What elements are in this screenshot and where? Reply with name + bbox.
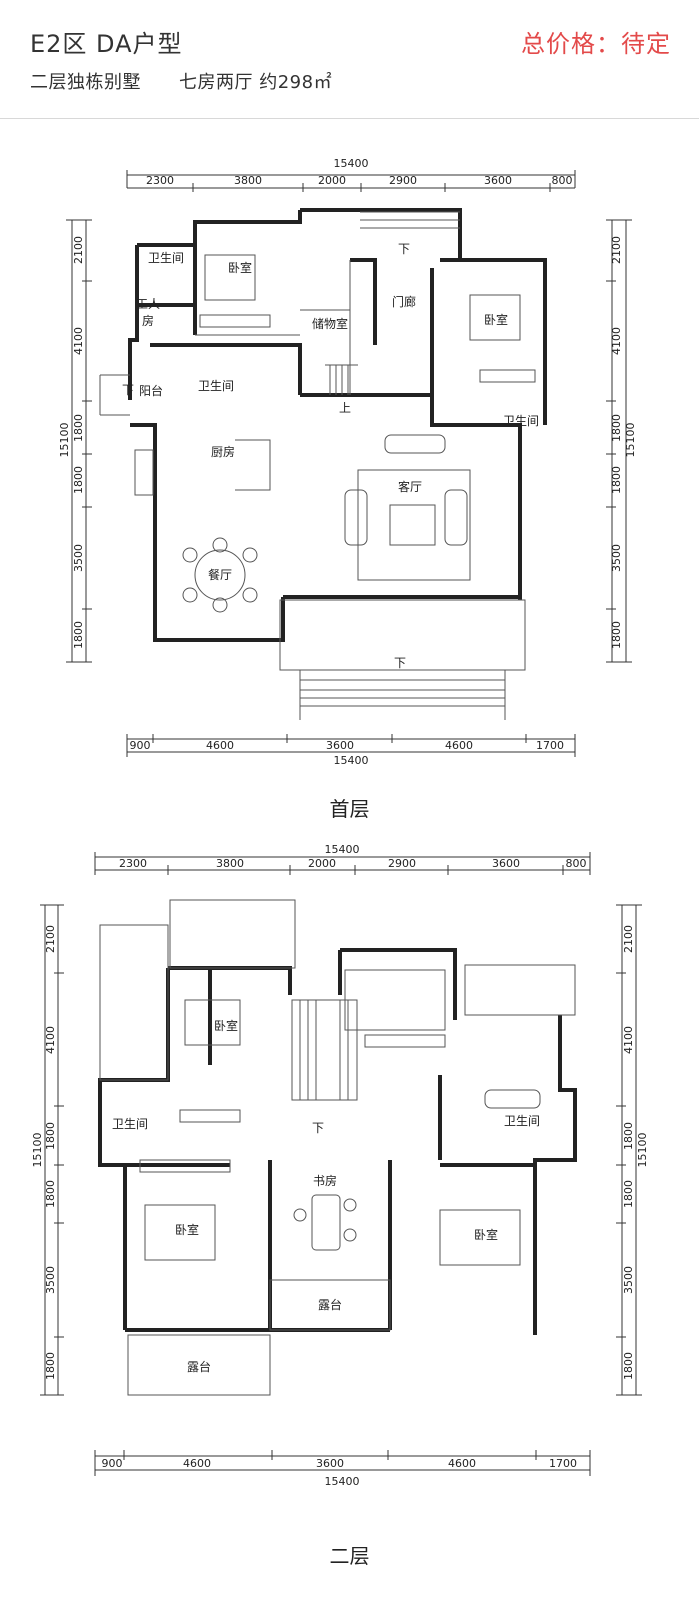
ground-down-arrow-2: 下 [122,383,134,397]
ground-room-living: 客厅 [398,479,422,494]
ground-floor-caption: 首层 [329,797,370,821]
upper-floor-plan: 15400 2300 3800 2000 2900 3600 800 900 4… [0,840,699,1500]
listing-header: E2区 DA户型 总价格：待定 二层独栋别墅 七房两厅 约298㎡ [0,0,699,119]
upper-dim-left-2: 4100 [44,1026,57,1054]
ground-dim-bottom-3: 3600 [326,739,354,752]
upper-dim-top-1: 2300 [119,857,147,870]
ground-dim-top-4: 2900 [389,174,417,187]
upper-room-terrace-mid: 露台 [318,1297,342,1312]
ground-room-kitchen: 厨房 [211,444,235,459]
ground-room-worker-2: 房 [142,313,154,328]
ground-total-right: 15100 [624,423,637,458]
upper-dim-top-5: 3600 [492,857,520,870]
ground-dim-left-5: 3500 [72,544,85,572]
ground-dim-top-3: 2000 [318,174,346,187]
upper-dim-right-2: 4100 [622,1026,635,1054]
ground-floor-plan: 15400 2300 3800 2000 2900 3600 800 900 4… [0,150,699,770]
ground-dim-top-2: 3800 [234,174,262,187]
ground-total-left: 15100 [58,423,71,458]
upper-total-bottom: 15400 [325,1475,360,1488]
upper-dim-right-1: 2100 [622,925,635,953]
upper-room-bedroom-se: 卧室 [474,1227,498,1242]
ground-dim-right-3: 1800 [610,414,623,442]
ground-room-bathroom-mid: 卫生间 [198,379,234,393]
ground-dim-bottom-1: 900 [130,739,151,752]
upper-floor-caption: 二层 [329,1544,370,1568]
upper-floor-drawing: 15400 2300 3800 2000 2900 3600 800 900 4… [31,843,649,1488]
unit-title: E2区 DA户型 [30,30,183,58]
upper-room-terrace-sw: 露台 [187,1359,211,1374]
ground-dim-right-1: 2100 [610,236,623,264]
upper-dim-left-3: 1800 [44,1122,57,1150]
upper-dim-bottom-4: 4600 [448,1457,476,1470]
ground-dim-top-6: 800 [552,174,573,187]
upper-room-bedroom-nw: 卧室 [214,1018,238,1033]
ground-room-balcony: 阳台 [139,383,163,398]
upper-room-bathroom-e: 卫生间 [504,1114,540,1128]
upper-room-bedroom-sw: 卧室 [175,1222,199,1237]
upper-down-arrow: 下 [312,1121,324,1135]
ground-dim-right-6: 1800 [610,621,623,649]
villa-type: 二层独栋别墅 [30,72,141,93]
upper-dim-left-1: 2100 [44,925,57,953]
ground-floor-drawing: 15400 2300 3800 2000 2900 3600 800 900 4… [58,157,637,767]
ground-dim-bottom-5: 1700 [536,739,564,752]
unit-subtitle: 二层独栋别墅 七房两厅 约298㎡ [30,68,332,94]
room-summary: 七房两厅 约298㎡ [179,72,333,93]
ground-dim-right-5: 3500 [610,544,623,572]
ground-dim-left-3: 1800 [72,414,85,442]
upper-room-study: 书房 [313,1173,337,1188]
upper-dim-bottom-3: 3600 [316,1457,344,1470]
upper-dim-bottom-1: 900 [102,1457,123,1470]
upper-dim-right-3: 1800 [622,1122,635,1150]
upper-dim-top-4: 2900 [388,857,416,870]
ground-dim-left-1: 2100 [72,236,85,264]
upper-total-left: 15100 [31,1133,44,1168]
upper-dim-bottom-5: 1700 [549,1457,577,1470]
upper-dim-bottom-2: 4600 [183,1457,211,1470]
ground-dim-top-1: 2300 [146,174,174,187]
upper-total-top: 15400 [325,843,360,856]
upper-dim-top-2: 3800 [216,857,244,870]
ground-room-bedroom-ne: 卧室 [484,312,508,327]
upper-dim-left-5: 3500 [44,1266,57,1294]
ground-dim-left-4: 1800 [72,466,85,494]
ground-dim-bottom-2: 4600 [206,739,234,752]
upper-total-right: 15100 [636,1133,649,1168]
ground-room-entry-corridor: 门廊 [392,294,416,309]
ground-dim-bottom-4: 4600 [445,739,473,752]
ground-dim-left-2: 4100 [72,327,85,355]
upper-dim-top-3: 2000 [308,857,336,870]
ground-room-bedroom-nw: 卧室 [228,260,252,275]
ground-total-top: 15400 [334,157,369,170]
ground-room-bathroom-ne: 卫生间 [503,414,539,428]
price-label: 总价格：待定 [521,30,671,58]
ground-room-bathroom-nw: 卫生间 [148,251,184,265]
ground-room-storage: 储物室 [312,316,348,331]
upper-dim-right-6: 1800 [622,1352,635,1380]
ground-room-dining: 餐厅 [208,567,232,582]
upper-room-bathroom-w: 卫生间 [112,1117,148,1131]
upper-dim-right-4: 1800 [622,1180,635,1208]
upper-dim-left-4: 1800 [44,1180,57,1208]
ground-up-arrow: 上 [339,401,351,415]
ground-dim-top-5: 3600 [484,174,512,187]
ground-down-arrow-1: 下 [398,242,410,256]
ground-dim-right-4: 1800 [610,466,623,494]
upper-dim-top-6: 800 [566,857,587,870]
ground-down-arrow-3: 下 [394,656,406,670]
ground-dim-right-2: 4100 [610,327,623,355]
ground-room-worker-1: 工人 [136,297,160,311]
upper-dim-left-6: 1800 [44,1352,57,1380]
ground-total-bottom: 15400 [334,754,369,767]
upper-dim-right-5: 3500 [622,1266,635,1294]
ground-dim-left-6: 1800 [72,621,85,649]
